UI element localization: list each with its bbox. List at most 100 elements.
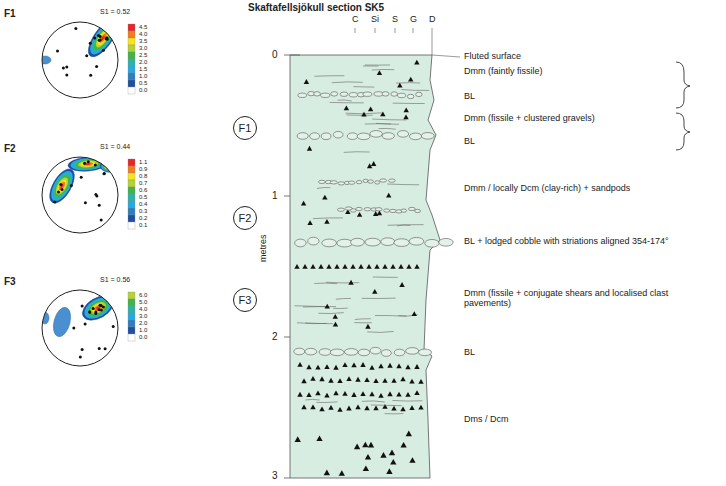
fissility-line: [371, 404, 402, 406]
clast-triangle: [357, 212, 362, 217]
scale-value: 0.8: [139, 173, 147, 180]
unit-description: Dmm / locally Dcm (clay-rich) + sandpods: [464, 183, 630, 193]
boulder-clast: [363, 179, 368, 182]
fissility-line: [363, 65, 378, 66]
scale-band: [128, 334, 135, 341]
clast-triangle: [363, 465, 369, 471]
dot: [65, 66, 68, 69]
boulder-clast: [363, 92, 372, 96]
boulder-clast: [406, 348, 419, 355]
dot: [108, 164, 111, 167]
boulder-clast: [390, 209, 397, 212]
scale-band: [128, 306, 135, 313]
clast-triangle: [414, 264, 419, 269]
dot: [85, 54, 88, 57]
scale-value: 0.0: [139, 334, 147, 341]
boulder-clast: [398, 93, 406, 97]
contour: [53, 176, 70, 197]
dot: [103, 172, 106, 175]
dot: [104, 347, 107, 350]
clast-triangle: [333, 322, 338, 327]
boulder-clast: [380, 179, 387, 182]
clast-triangle: [346, 376, 351, 381]
boulder-clast: [349, 181, 355, 184]
contour: [100, 161, 115, 172]
clast-triangle: [406, 431, 412, 437]
boulder-clast: [370, 347, 381, 354]
clast-triangle: [310, 376, 315, 381]
callout-number: F3: [239, 294, 252, 306]
boulder-clast: [314, 92, 321, 96]
clast-triangle: [398, 264, 403, 269]
fissility-line: [385, 413, 404, 414]
scale-band: [128, 59, 135, 66]
dot: [65, 73, 68, 76]
callout-number: F2: [239, 212, 252, 224]
clast-triangle: [362, 442, 368, 448]
scale-value: 1.0: [139, 327, 147, 334]
contour: [88, 21, 118, 56]
boulder-clast: [321, 133, 331, 140]
clast-triangle: [400, 376, 405, 381]
boulder-clast: [310, 133, 320, 140]
clast-triangle: [366, 264, 371, 269]
clast-triangle: [409, 379, 414, 384]
clast-triangle: [403, 115, 408, 120]
clast-triangle: [310, 264, 315, 269]
boulder-clast: [364, 208, 371, 211]
clast-triangle: [360, 362, 365, 367]
unit-description: BL: [464, 136, 475, 146]
contour: [81, 293, 116, 323]
stereonet: [45, 155, 117, 221]
clast-triangle: [360, 391, 365, 396]
clast-triangle: [333, 390, 338, 395]
contour: [98, 32, 108, 44]
clast-triangle: [301, 405, 306, 410]
scale-band: [128, 87, 135, 94]
clast-triangle: [315, 390, 320, 395]
fissility-line: [353, 86, 374, 87]
scale-value: 0.6: [139, 187, 147, 194]
scale-value: 0.5: [139, 194, 147, 201]
clast-triangle: [408, 77, 413, 82]
scale-band: [128, 66, 135, 73]
clast-triangle: [306, 392, 311, 397]
clast-triangle: [391, 406, 396, 411]
fissility-line: [316, 401, 337, 403]
boulder-clast: [321, 93, 330, 97]
callout-circle: F1: [233, 116, 257, 140]
fissility-line: [314, 75, 344, 77]
boulder-clast: [344, 349, 358, 356]
dot: [62, 67, 65, 70]
clast-triangle: [344, 106, 349, 111]
clast-triangle: [369, 365, 374, 370]
clast-triangle: [368, 107, 373, 112]
dot: [80, 176, 83, 179]
scale-value: 0.2: [139, 215, 147, 222]
fissility-line: [354, 322, 371, 323]
clast-triangle: [307, 220, 312, 225]
clast-triangle: [373, 406, 378, 411]
clast-triangle: [324, 364, 329, 369]
fissility-line: [305, 399, 319, 401]
clast-triangle: [342, 391, 347, 396]
grain-size-heading: Si: [371, 14, 379, 24]
boulder-clast: [349, 93, 358, 97]
clast-triangle: [337, 407, 342, 412]
dot: [95, 65, 98, 68]
boulder-clast: [337, 239, 353, 247]
clast-triangle: [342, 264, 347, 269]
contour: [49, 170, 75, 201]
boulder-clast: [350, 209, 356, 212]
boulder-clast: [338, 182, 345, 185]
fissility-line: [367, 331, 394, 333]
contour: [78, 160, 99, 169]
clast-triangle: [382, 264, 387, 269]
depth-value: 3: [272, 470, 278, 482]
dot: [92, 307, 95, 310]
unit-description: Dmm (faintly fissile): [464, 66, 543, 76]
contour: [56, 178, 69, 194]
clast-triangle: [328, 378, 333, 383]
boulder-clast: [330, 349, 344, 356]
dot: [83, 162, 86, 165]
